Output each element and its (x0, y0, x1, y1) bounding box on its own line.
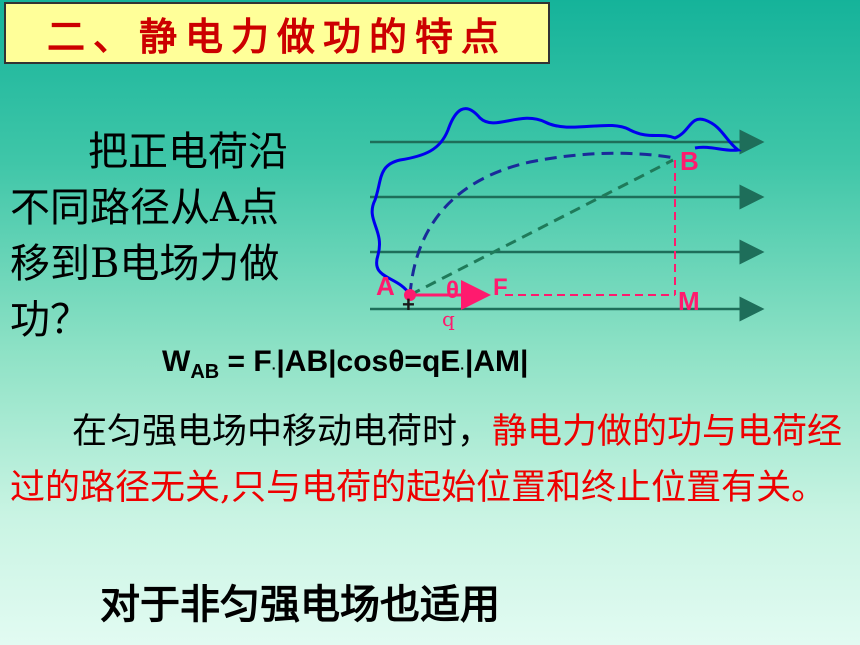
title-box: 二、静电力做功的特点 (4, 2, 550, 64)
formula-part1: = F (219, 345, 272, 378)
question-text: 把正电荷沿 不同路径从A点 移到B电场力做 功？ (10, 124, 340, 348)
force-label: F (493, 274, 508, 301)
note-text: 对于非匀强电场也适用 (100, 582, 500, 628)
plus-sign: + (402, 292, 415, 317)
dashed-arc-path (408, 151, 676, 296)
question-line: 把正电荷沿 (88, 129, 288, 175)
point-a-label: A (376, 271, 395, 301)
formula-subscript: AB (190, 361, 220, 383)
formula-dot: · (271, 360, 277, 376)
work-formula: WAB = F·|AB|cosθ=qE·|AM| (162, 345, 528, 384)
charge-label: q (442, 307, 455, 331)
slide-title: 二、静电力做功的特点 (46, 13, 507, 59)
question-line: 移到B电场力做 (10, 241, 280, 287)
question-line: 功？ (10, 297, 90, 343)
formula-part3: |AM| (464, 345, 529, 378)
theta-label: θ (446, 277, 459, 304)
question-line: 不同路径从A点 (10, 185, 279, 231)
formula-w: W (162, 345, 191, 378)
straight-path-ab (409, 158, 674, 297)
point-b-label: B (680, 146, 699, 176)
charge-dot (404, 289, 416, 301)
formula-dot: · (460, 360, 465, 376)
statement-black: 在匀强电场中移动电荷时， (72, 412, 493, 452)
field-diagram: A B M F θ + q (370, 107, 765, 331)
point-m-label: M (678, 286, 700, 316)
formula-part2: |AB|cosθ=qE (276, 345, 461, 378)
statement-red: 静电力做的功与电荷经过的路径无关,只与电荷的起始位置和终止位置有关。 (10, 412, 843, 508)
curvy-path (370, 107, 742, 296)
conclusion-statement: 在匀强电场中移动电荷时，静电力做的功与电荷经过的路径无关,只与电荷的起始位置和终… (10, 404, 855, 516)
